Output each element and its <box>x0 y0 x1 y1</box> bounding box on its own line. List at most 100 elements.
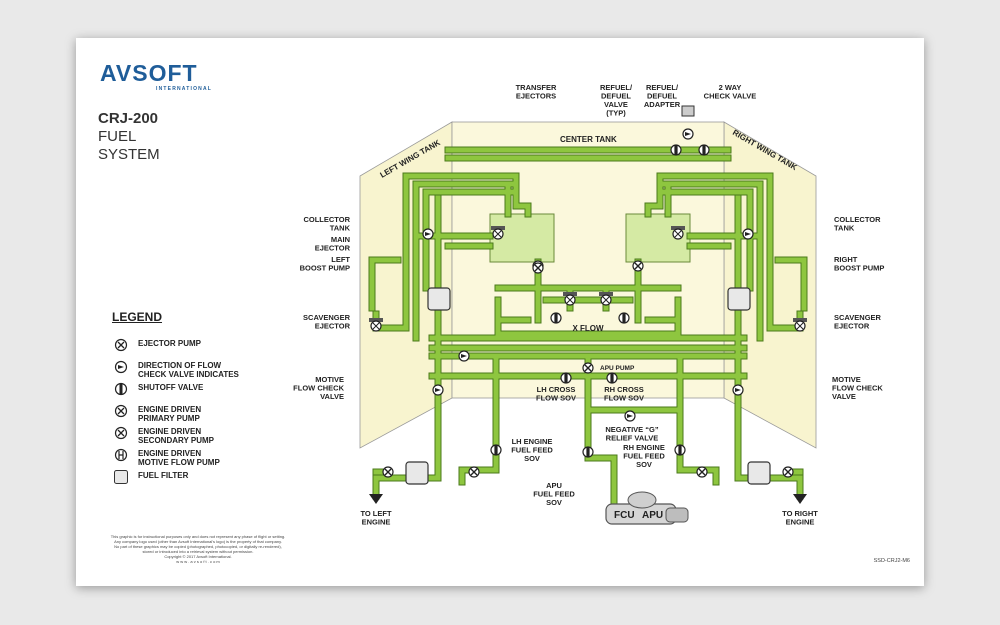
engine-secondary-pump-right <box>696 466 708 478</box>
disclaimer-line: stored or introduced into a retrieval sy… <box>142 549 254 554</box>
right-boost-pump <box>632 260 644 272</box>
legend-item-label: SHUTOFF VALVE <box>138 383 204 392</box>
left-boost-pump-secondary <box>532 262 544 274</box>
legend-title: LEGEND <box>112 310 163 324</box>
apu-label: APU <box>642 510 663 521</box>
left-boost-pump <box>532 260 544 272</box>
fuel-filter-left-wing <box>427 287 451 311</box>
fuel-filter-icon <box>114 470 128 484</box>
avsoft-logo: AVSOFT <box>100 60 198 86</box>
check-valve-right <box>742 228 754 240</box>
apu-pump <box>582 362 594 374</box>
main-ejector-right <box>671 226 685 240</box>
disclaimer: This graphic is for instructional purpos… <box>88 534 308 564</box>
engine-secondary-pump-left <box>468 466 480 478</box>
right-wing-tank-label: RIGHT WING TANK <box>731 128 799 172</box>
apu-pump-label: APU PUMP <box>600 365 635 372</box>
transfer-ejector-left <box>563 292 577 306</box>
negative-g-relief-valve-label: NEGATIVE “G”RELIEF VALVE <box>605 425 658 443</box>
negative-g-relief-valve <box>624 410 636 422</box>
apu-unit <box>605 491 689 525</box>
diagram-title-line3: SYSTEM <box>98 146 160 163</box>
engine-primary-pump-right <box>782 466 794 478</box>
apu-fuel-feed-sov <box>582 446 594 458</box>
fuel-pipes <box>368 146 808 512</box>
disclaimer-line: Copyright © 2017 Avsoft International. <box>164 554 232 559</box>
avsoft-logo-sub: INTERNATIONAL <box>156 86 213 92</box>
flow-direction-check-valve-icon <box>114 360 128 374</box>
scavenger-ejector-right <box>793 318 807 332</box>
collector-tank-left <box>489 213 555 263</box>
to-left-engine-arrow <box>369 494 383 504</box>
main-ejector-left <box>491 226 505 240</box>
disclaimer-line: No part of these graphics may be copied … <box>114 544 282 549</box>
center-tank-label: CENTER TANK <box>560 135 617 144</box>
two-way-check-valve <box>682 128 694 140</box>
left-wing-tank <box>359 121 453 449</box>
primary-pump-icon <box>114 404 128 418</box>
motive-flow-check-valve-left <box>432 384 444 396</box>
components <box>369 105 807 525</box>
disclaimer-line: w w w . a v s o f t . c o m <box>176 559 220 564</box>
document-code: SSD-CRJ2-M6 <box>873 558 910 564</box>
disclaimer-line: This graphic is for instructional purpos… <box>110 534 286 539</box>
refuel-valve-center <box>670 144 682 156</box>
fcu-label: FCU <box>614 510 635 521</box>
fuel-filter-left-engine <box>405 461 429 485</box>
diagram-title-aircraft: CRJ-200 <box>98 110 159 127</box>
x-flow-valve-left <box>550 312 562 324</box>
legend-item-label: FUEL FILTER <box>138 471 189 480</box>
scavenger-ejector-left <box>369 318 383 332</box>
refuel-valve-right <box>698 144 710 156</box>
center-tank <box>451 121 725 399</box>
poster: AVSOFT INTERNATIONAL CRJ-200 FUEL SYSTEM… <box>76 38 924 586</box>
x-flow-valve-right <box>618 312 630 324</box>
refuel-adapter <box>681 105 695 117</box>
x-flow-label: X FLOW <box>572 324 604 333</box>
fuel-system-schematic: LEFT WING TANK RIGHT WING TANK CENTER TA… <box>293 83 884 527</box>
lh-cross-flow-sov <box>560 372 572 384</box>
rh-cross-flow-sov <box>606 372 618 384</box>
check-valve-xflow <box>458 350 470 362</box>
motive-flow-check-valve-right <box>732 384 744 396</box>
disclaimer-line: Any company logo used (other than Avsoft… <box>114 539 282 544</box>
diagram-title-line2: FUEL <box>98 128 137 145</box>
collector-tank-right <box>625 213 691 263</box>
motive-flow-pump-icon <box>114 448 128 462</box>
wing-tanks <box>359 121 817 449</box>
left-wing-tank-label: LEFT WING TANK <box>379 138 442 180</box>
ejector-pump-icon <box>114 338 128 352</box>
transfer-ejector-right <box>599 292 613 306</box>
to-right-engine-arrow <box>793 494 807 504</box>
rh-engine-fuel-feed-sov <box>674 444 686 456</box>
lh-engine-fuel-feed-sov <box>490 444 502 456</box>
legend-item-label: EJECTOR PUMP <box>138 339 201 348</box>
secondary-pump-icon <box>114 426 128 440</box>
engine-primary-pump-left <box>382 466 394 478</box>
fuel-filter-right-engine <box>747 461 771 485</box>
